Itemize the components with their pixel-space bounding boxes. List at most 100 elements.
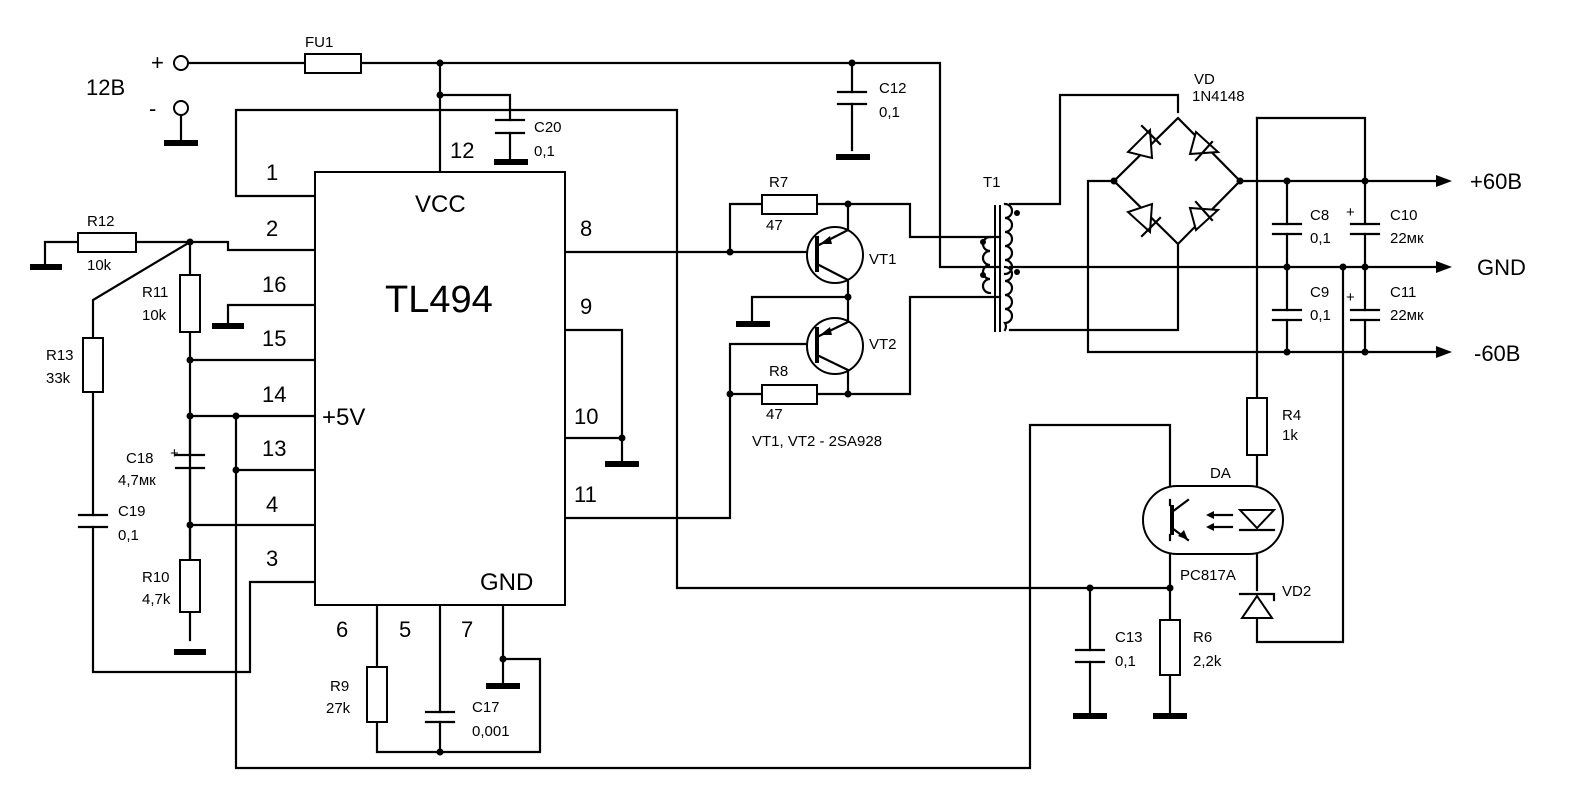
c9-ref: C9	[1310, 284, 1329, 301]
junctions	[186, 59, 1369, 756]
c18-ref: C18	[126, 450, 154, 467]
pin-2: 2	[266, 216, 278, 241]
capacitor-c12: C12 0,1	[836, 80, 907, 121]
r10-ref: R10	[142, 569, 170, 586]
capacitor-c9: C9 0,1	[1271, 284, 1331, 324]
c19-ref: C19	[118, 503, 146, 520]
plus-terminal	[173, 55, 189, 71]
resistor-r6: R6 2,2k	[1159, 619, 1222, 676]
r4-value: 1k	[1282, 427, 1298, 444]
ground-symbols	[30, 140, 1187, 719]
r13-ref: R13	[46, 347, 74, 364]
r6-value: 2,2k	[1193, 653, 1222, 670]
r9-ref: R9	[330, 678, 349, 695]
pin-13: 13	[262, 436, 286, 461]
pin-15: 15	[262, 326, 286, 351]
resistor-r10: R10 4,7k	[142, 559, 201, 613]
wires	[43, 61, 1447, 770]
ic-ref-label: +5V	[322, 404, 365, 431]
c20-value: 0,1	[534, 143, 555, 160]
r12-value: 10k	[87, 257, 112, 274]
c19-value: 0,1	[118, 527, 139, 544]
pin-7: 7	[461, 617, 473, 642]
c10-ref: C10	[1390, 207, 1418, 224]
vd2-ref: VD2	[1282, 583, 1311, 600]
capacitor-c8: C8 0,1	[1271, 207, 1331, 247]
c8-ref: C8	[1310, 207, 1329, 224]
resistor-r12: R12 10k	[77, 213, 137, 274]
vt1-ref: VT1	[869, 251, 897, 268]
output-pos-label: +60В	[1470, 169, 1522, 194]
ic-gnd-label: GND	[480, 569, 533, 596]
r13-value: 33k	[46, 370, 71, 387]
c13-value: 0,1	[1115, 653, 1136, 670]
diode-bridge-vd: VD 1N4148	[1112, 71, 1245, 246]
r7-value: 47	[766, 217, 783, 234]
resistor-r11: R11 10k	[142, 274, 201, 333]
vd-value: 1N4148	[1192, 88, 1245, 105]
c11-plus: +	[1346, 289, 1355, 306]
t1-ref: T1	[983, 174, 1001, 191]
ic-tl494: TL494 VCC GND +5V 1 2 16 15 14 13 4 3 12…	[262, 138, 598, 642]
c17-value: 0,001	[472, 723, 510, 740]
c12-value: 0,1	[879, 104, 900, 121]
input-voltage-label: 12В	[86, 75, 125, 100]
c11-ref: C11	[1390, 284, 1416, 301]
c11-value: 22мк	[1390, 307, 1424, 324]
pin-8: 8	[580, 216, 592, 241]
capacitor-c11: + C11 22мк	[1346, 284, 1424, 324]
pin-6: 6	[336, 617, 348, 642]
r10-value: 4,7k	[142, 591, 171, 608]
ic-body	[314, 171, 566, 606]
resistor-r9: R9 27k	[326, 666, 388, 723]
c10-plus: +	[1346, 204, 1355, 221]
c20-ref: C20	[534, 119, 562, 136]
resistor-r7: R7 47	[761, 174, 818, 234]
capacitor-c13: C13 0,1	[1074, 629, 1143, 670]
minus-terminal	[173, 100, 189, 116]
capacitor-c17: C17 0,001	[424, 699, 510, 740]
pin-11: 11	[574, 482, 597, 507]
c13-ref: C13	[1115, 629, 1143, 646]
pin-4: 4	[266, 492, 278, 517]
output-neg-label: -60В	[1474, 341, 1520, 366]
optocoupler-da: DA PC817A	[1142, 465, 1284, 584]
c18-value: 4,7мк	[118, 472, 156, 489]
pin-12: 12	[450, 138, 474, 163]
pin-3: 3	[266, 546, 278, 571]
plus-label: +	[151, 50, 164, 75]
da-value: PC817A	[1180, 567, 1236, 584]
pin-5: 5	[399, 617, 411, 642]
zener-vd2: VD2	[1238, 583, 1311, 619]
pin-1: 1	[266, 160, 278, 185]
resistor-r13: R13 33k	[46, 337, 104, 393]
transistor-vt1: VT1	[806, 226, 897, 284]
r6-ref: R6	[1193, 629, 1212, 646]
c8-value: 0,1	[1310, 230, 1331, 247]
c17-ref: C17	[472, 699, 500, 716]
minus-label: -	[149, 96, 156, 121]
pin-10: 10	[574, 404, 598, 429]
resistor-r8: R8 47	[761, 363, 818, 423]
arrow-neg-icon	[1436, 346, 1452, 358]
r8-value: 47	[766, 406, 783, 423]
outputs: +60В GND -60В	[1436, 169, 1526, 366]
capacitor-c10: + C10 22мк	[1346, 204, 1424, 247]
vt2-ref: VT2	[869, 336, 897, 353]
c12-ref: C12	[879, 80, 907, 97]
c18-plus: +	[170, 445, 179, 462]
r7-ref: R7	[769, 174, 788, 191]
r12-ref: R12	[87, 213, 115, 230]
pin-14: 14	[262, 382, 286, 407]
resistor-r4: R4 1k	[1246, 397, 1301, 456]
arrow-gnd-icon	[1436, 261, 1452, 273]
pin-9: 9	[580, 294, 592, 319]
ic-vcc-label: VCC	[415, 191, 466, 218]
r11-ref: R11	[142, 284, 168, 301]
capacitor-c18: + C18 4,7мк	[118, 445, 206, 489]
r11-value: 10k	[142, 307, 167, 324]
ic-name: TL494	[385, 279, 493, 321]
r8-ref: R8	[769, 363, 788, 380]
transistor-vt2: VT2	[806, 317, 897, 375]
